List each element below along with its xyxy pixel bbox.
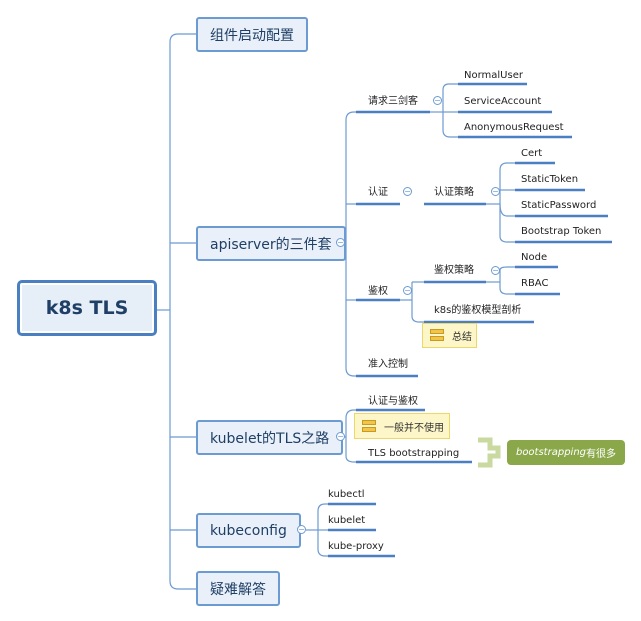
node-node[interactable]: Node (521, 252, 548, 263)
node-kubelet[interactable]: kubelet (328, 515, 366, 526)
node-authz-strategy[interactable]: 鉴权策略 (434, 265, 474, 276)
topic-startup-config[interactable]: 组件启动配置 (196, 17, 308, 52)
summary-label-em: bootstrapping (515, 447, 587, 458)
collapse-authn-strategy-icon[interactable]: − (491, 186, 500, 196)
node-request-trio[interactable]: 请求三剑客 (368, 96, 418, 107)
node-rbac[interactable]: RBAC (521, 278, 549, 289)
collapse-authz-strategy-icon[interactable]: − (491, 265, 500, 275)
node-authn-authz[interactable]: 认证与鉴权 (368, 396, 418, 407)
collapse-kubeconfig-icon[interactable]: − (297, 524, 306, 534)
collapse-apiserver-icon[interactable]: − (336, 237, 345, 247)
node-kube-proxy[interactable]: kube-proxy (328, 541, 384, 552)
node-kubectl[interactable]: kubectl (328, 489, 365, 500)
note-icon (430, 329, 444, 342)
collapse-request-trio-icon[interactable]: − (433, 95, 442, 105)
node-static-password[interactable]: StaticPassword (521, 200, 597, 211)
node-anonymous-request[interactable]: AnonymousRequest (464, 122, 564, 133)
node-static-token[interactable]: StaticToken (521, 174, 579, 185)
node-admission-control[interactable]: 准入控制 (368, 359, 408, 370)
topic-apiserver[interactable]: apiserver的三件套 (196, 226, 346, 261)
collapse-authz-icon[interactable]: − (403, 285, 412, 295)
summary-brace (478, 437, 501, 468)
node-authn-strategy[interactable]: 认证策略 (434, 187, 474, 198)
root-topic[interactable]: k8s TLS (17, 280, 157, 336)
collapse-kubelet-icon[interactable]: − (336, 431, 345, 441)
summary-note-text: 总结 (452, 332, 472, 343)
summary-note[interactable]: 总结 (422, 323, 477, 348)
node-cert[interactable]: Cert (521, 148, 543, 159)
node-tls-bootstrapping[interactable]: TLS bootstrapping (368, 448, 460, 459)
topic-faq[interactable]: 疑难解答 (196, 571, 280, 606)
node-authz-model[interactable]: k8s的鉴权模型剖析 (434, 305, 522, 316)
node-service-account[interactable]: ServiceAccount (464, 96, 542, 107)
topic-kubelet-tls[interactable]: kubelet的TLS之路 (196, 420, 344, 455)
topic-kubeconfig[interactable]: kubeconfig (196, 513, 301, 548)
node-bootstrap-token[interactable]: Bootstrap Token (521, 226, 602, 237)
not-used-note[interactable]: 一般并不使用 (354, 413, 450, 439)
node-authn[interactable]: 认证 (368, 187, 388, 198)
note-icon (362, 419, 376, 433)
node-normal-user[interactable]: NormalUser (464, 70, 523, 81)
node-authz[interactable]: 鉴权 (368, 286, 388, 297)
summary-label-rest: 有很多 (586, 449, 617, 460)
collapse-authn-icon[interactable]: − (403, 186, 412, 196)
not-used-note-text: 一般并不使用 (384, 422, 444, 434)
